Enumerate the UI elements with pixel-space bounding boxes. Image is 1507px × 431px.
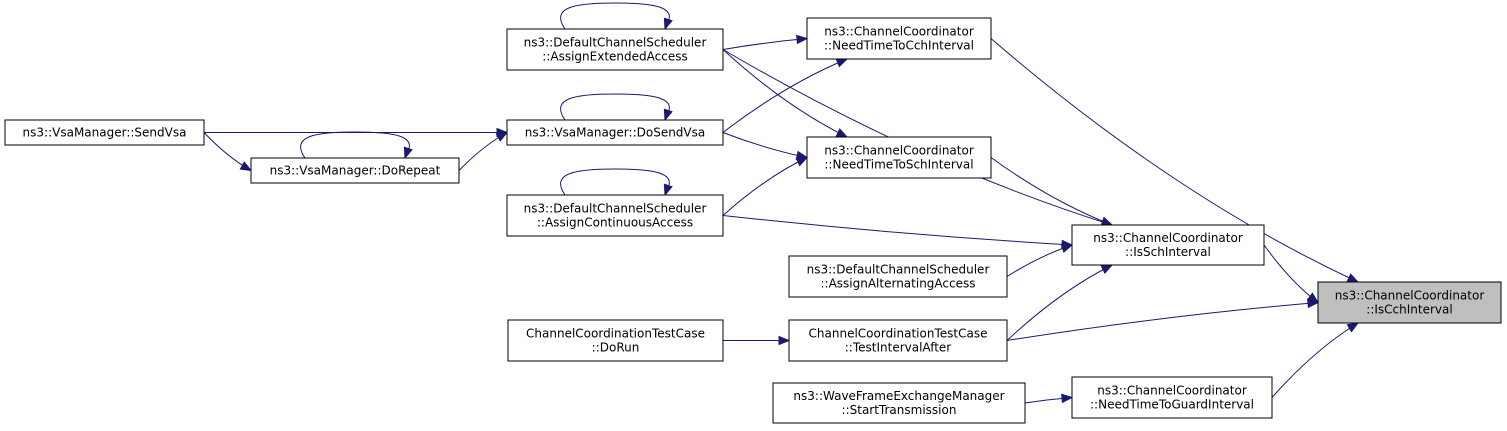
node-label-line: ns3::ChannelCoordinator	[824, 25, 974, 39]
node-label-line: ns3::VsaManager::DoSendVsa	[525, 126, 706, 140]
node-label-line: ::AssignExtendedAccess	[542, 50, 687, 64]
node-box	[4, 119, 205, 146]
node-do-send-vsa[interactable]: ns3::VsaManager::DoSendVsa	[506, 119, 724, 146]
edge-test-interval-after-to-is-cch-interval	[1006, 298, 1320, 341]
node-box	[506, 119, 724, 146]
node-box	[507, 319, 724, 362]
node-is-sch-interval[interactable]: ns3::ChannelCoordinator::IsSchInterval	[1071, 224, 1265, 266]
node-label-line: ns3::DefaultChannelScheduler	[807, 263, 990, 277]
node-box	[772, 382, 1026, 424]
node-label-line: ns3::DefaultChannelScheduler	[524, 202, 707, 216]
node-label-line: ns3::VsaManager::SendVsa	[23, 126, 187, 140]
edge-assign-continuous-to-is-sch-interval	[722, 215, 1074, 250]
node-send-vsa[interactable]: ns3::VsaManager::SendVsa	[4, 119, 205, 146]
edges-layer	[203, 2, 1360, 404]
node-start-transmission[interactable]: ns3::WaveFrameExchangeManager::StartTran…	[772, 382, 1026, 424]
node-label-line: ns3::ChannelCoordinator	[824, 144, 974, 158]
node-label-line: ns3::WaveFrameExchangeManager	[793, 389, 1004, 403]
node-need-time-to-guard[interactable]: ns3::ChannelCoordinator::NeedTimeToGuard…	[1071, 376, 1273, 419]
node-label-line: ns3::ChannelCoordinator	[1335, 289, 1485, 303]
node-box	[506, 28, 724, 71]
node-need-time-to-sch[interactable]: ns3::ChannelCoordinator::NeedTimeToSchIn…	[806, 136, 992, 179]
node-label-line: ::StartTransmission	[842, 403, 957, 417]
edge-is-sch-interval-to-is-cch-interval	[1263, 244, 1320, 304]
edge-assign-extended-to-need-time-to-sch	[722, 49, 849, 138]
node-label-line: ::IsSchInterval	[1125, 245, 1211, 259]
edge-do-send-vsa-to-need-time-to-cch	[722, 58, 849, 133]
node-need-time-to-cch[interactable]: ns3::ChannelCoordinator::NeedTimeToCchIn…	[806, 17, 992, 60]
node-label-line: ::NeedTimeToCchInterval	[824, 39, 974, 53]
node-label-line: ChannelCoordinationTestCase	[809, 327, 988, 341]
node-box	[1071, 224, 1265, 266]
node-do-run[interactable]: ChannelCoordinationTestCase::DoRun	[507, 319, 724, 362]
node-box	[506, 194, 724, 237]
node-label-line: ::DoRun	[592, 341, 640, 355]
edge-assign-extended-to-assign-extended	[560, 2, 673, 31]
edge-need-time-to-sch-to-is-sch-interval	[990, 157, 1114, 226]
node-is-cch-interval[interactable]: ns3::ChannelCoordinator::IsCchInterval	[1317, 281, 1502, 324]
node-box	[250, 157, 460, 184]
edge-do-run-to-test-interval-after	[722, 335, 791, 346]
edge-assign-continuous-to-assign-continuous	[560, 168, 673, 197]
edge-do-send-vsa-to-need-time-to-sch	[722, 132, 809, 160]
edge-assign-alternating-to-is-sch-interval	[1006, 243, 1074, 277]
node-label-line: ::TestIntervalAfter	[845, 341, 952, 355]
node-box	[788, 319, 1008, 362]
edge-do-send-vsa-to-do-send-vsa	[560, 93, 673, 122]
edge-test-interval-after-to-is-sch-interval	[1006, 264, 1114, 341]
node-assign-extended[interactable]: ns3::DefaultChannelScheduler::AssignExte…	[506, 28, 724, 71]
edge-do-repeat-to-do-repeat	[300, 131, 413, 160]
node-box	[1317, 281, 1502, 324]
node-assign-alternating[interactable]: ns3::DefaultChannelScheduler::AssignAlte…	[788, 255, 1008, 298]
node-assign-continuous[interactable]: ns3::DefaultChannelScheduler::AssignCont…	[506, 194, 724, 237]
node-label-line: ns3::ChannelCoordinator	[1093, 231, 1243, 245]
node-box	[1071, 376, 1273, 419]
edge-need-time-to-guard-to-is-cch-interval	[1271, 322, 1360, 398]
node-label-line: ChannelCoordinationTestCase	[526, 327, 705, 341]
edge-start-transmission-to-need-time-to-guard	[1024, 393, 1074, 404]
node-label-line: ::AssignAlternatingAccess	[820, 277, 975, 291]
node-label-line: ::NeedTimeToGuardInterval	[1090, 398, 1254, 412]
node-label-line: ns3::VsaManager::DoRepeat	[270, 164, 441, 178]
edge-send-vsa-to-do-repeat	[203, 132, 253, 172]
node-box	[788, 255, 1008, 298]
node-do-repeat[interactable]: ns3::VsaManager::DoRepeat	[250, 157, 460, 184]
node-test-interval-after[interactable]: ChannelCoordinationTestCase::TestInterva…	[788, 319, 1008, 362]
edge-do-repeat-to-do-send-vsa	[458, 131, 509, 171]
nodes-layer: ns3::ChannelCoordinator::IsCchIntervalns…	[4, 17, 1502, 424]
node-label-line: ns3::DefaultChannelScheduler	[524, 36, 707, 50]
edge-assign-extended-to-need-time-to-cch	[722, 34, 809, 50]
edge-assign-continuous-to-need-time-to-sch	[722, 156, 809, 216]
node-label-line: ns3::ChannelCoordinator	[1097, 384, 1247, 398]
node-label-line: ::AssignContinuousAccess	[537, 216, 693, 230]
node-label-line: ::IsCchInterval	[1366, 303, 1452, 317]
node-box	[806, 17, 992, 60]
node-box	[806, 136, 992, 179]
node-label-line: ::NeedTimeToSchInterval	[824, 158, 973, 172]
